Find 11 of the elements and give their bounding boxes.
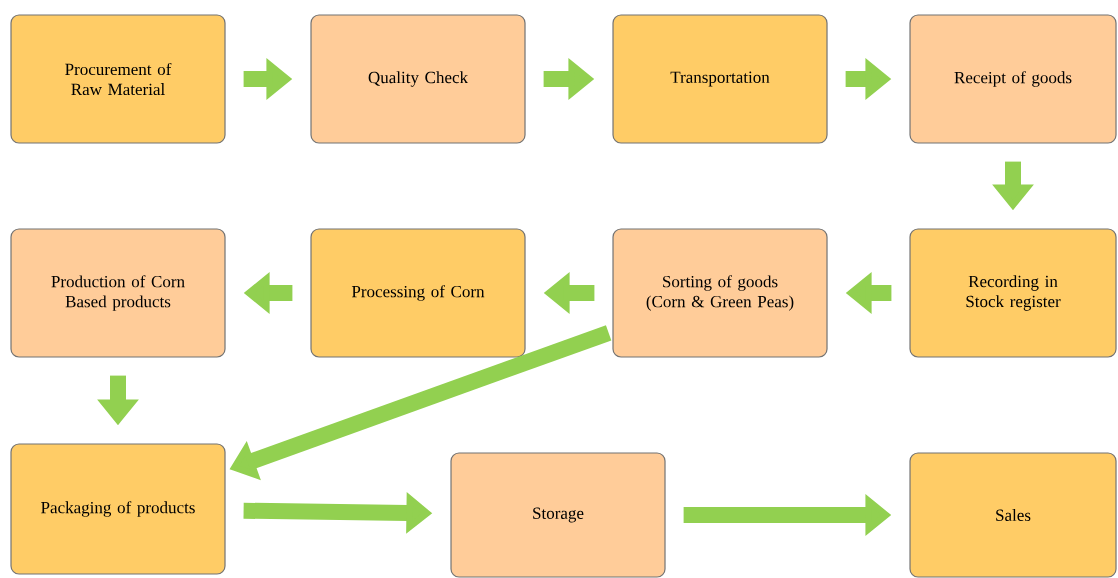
process-box: Storage xyxy=(450,452,666,578)
process-box: Transportation xyxy=(612,14,828,144)
process-box: Sales xyxy=(909,452,1117,578)
process-box: Procurement of Raw Material xyxy=(10,14,226,144)
process-box: Quality Check xyxy=(310,14,526,144)
process-box: Sorting of goods (Corn & Green Peas) xyxy=(612,228,828,358)
process-box: Production of Corn Based products xyxy=(10,228,226,358)
process-box: Processing of Corn xyxy=(310,228,526,358)
process-box: Recording in Stock register xyxy=(909,228,1117,358)
process-box: Packaging of products xyxy=(10,443,226,575)
process-box: Receipt of goods xyxy=(909,14,1117,144)
